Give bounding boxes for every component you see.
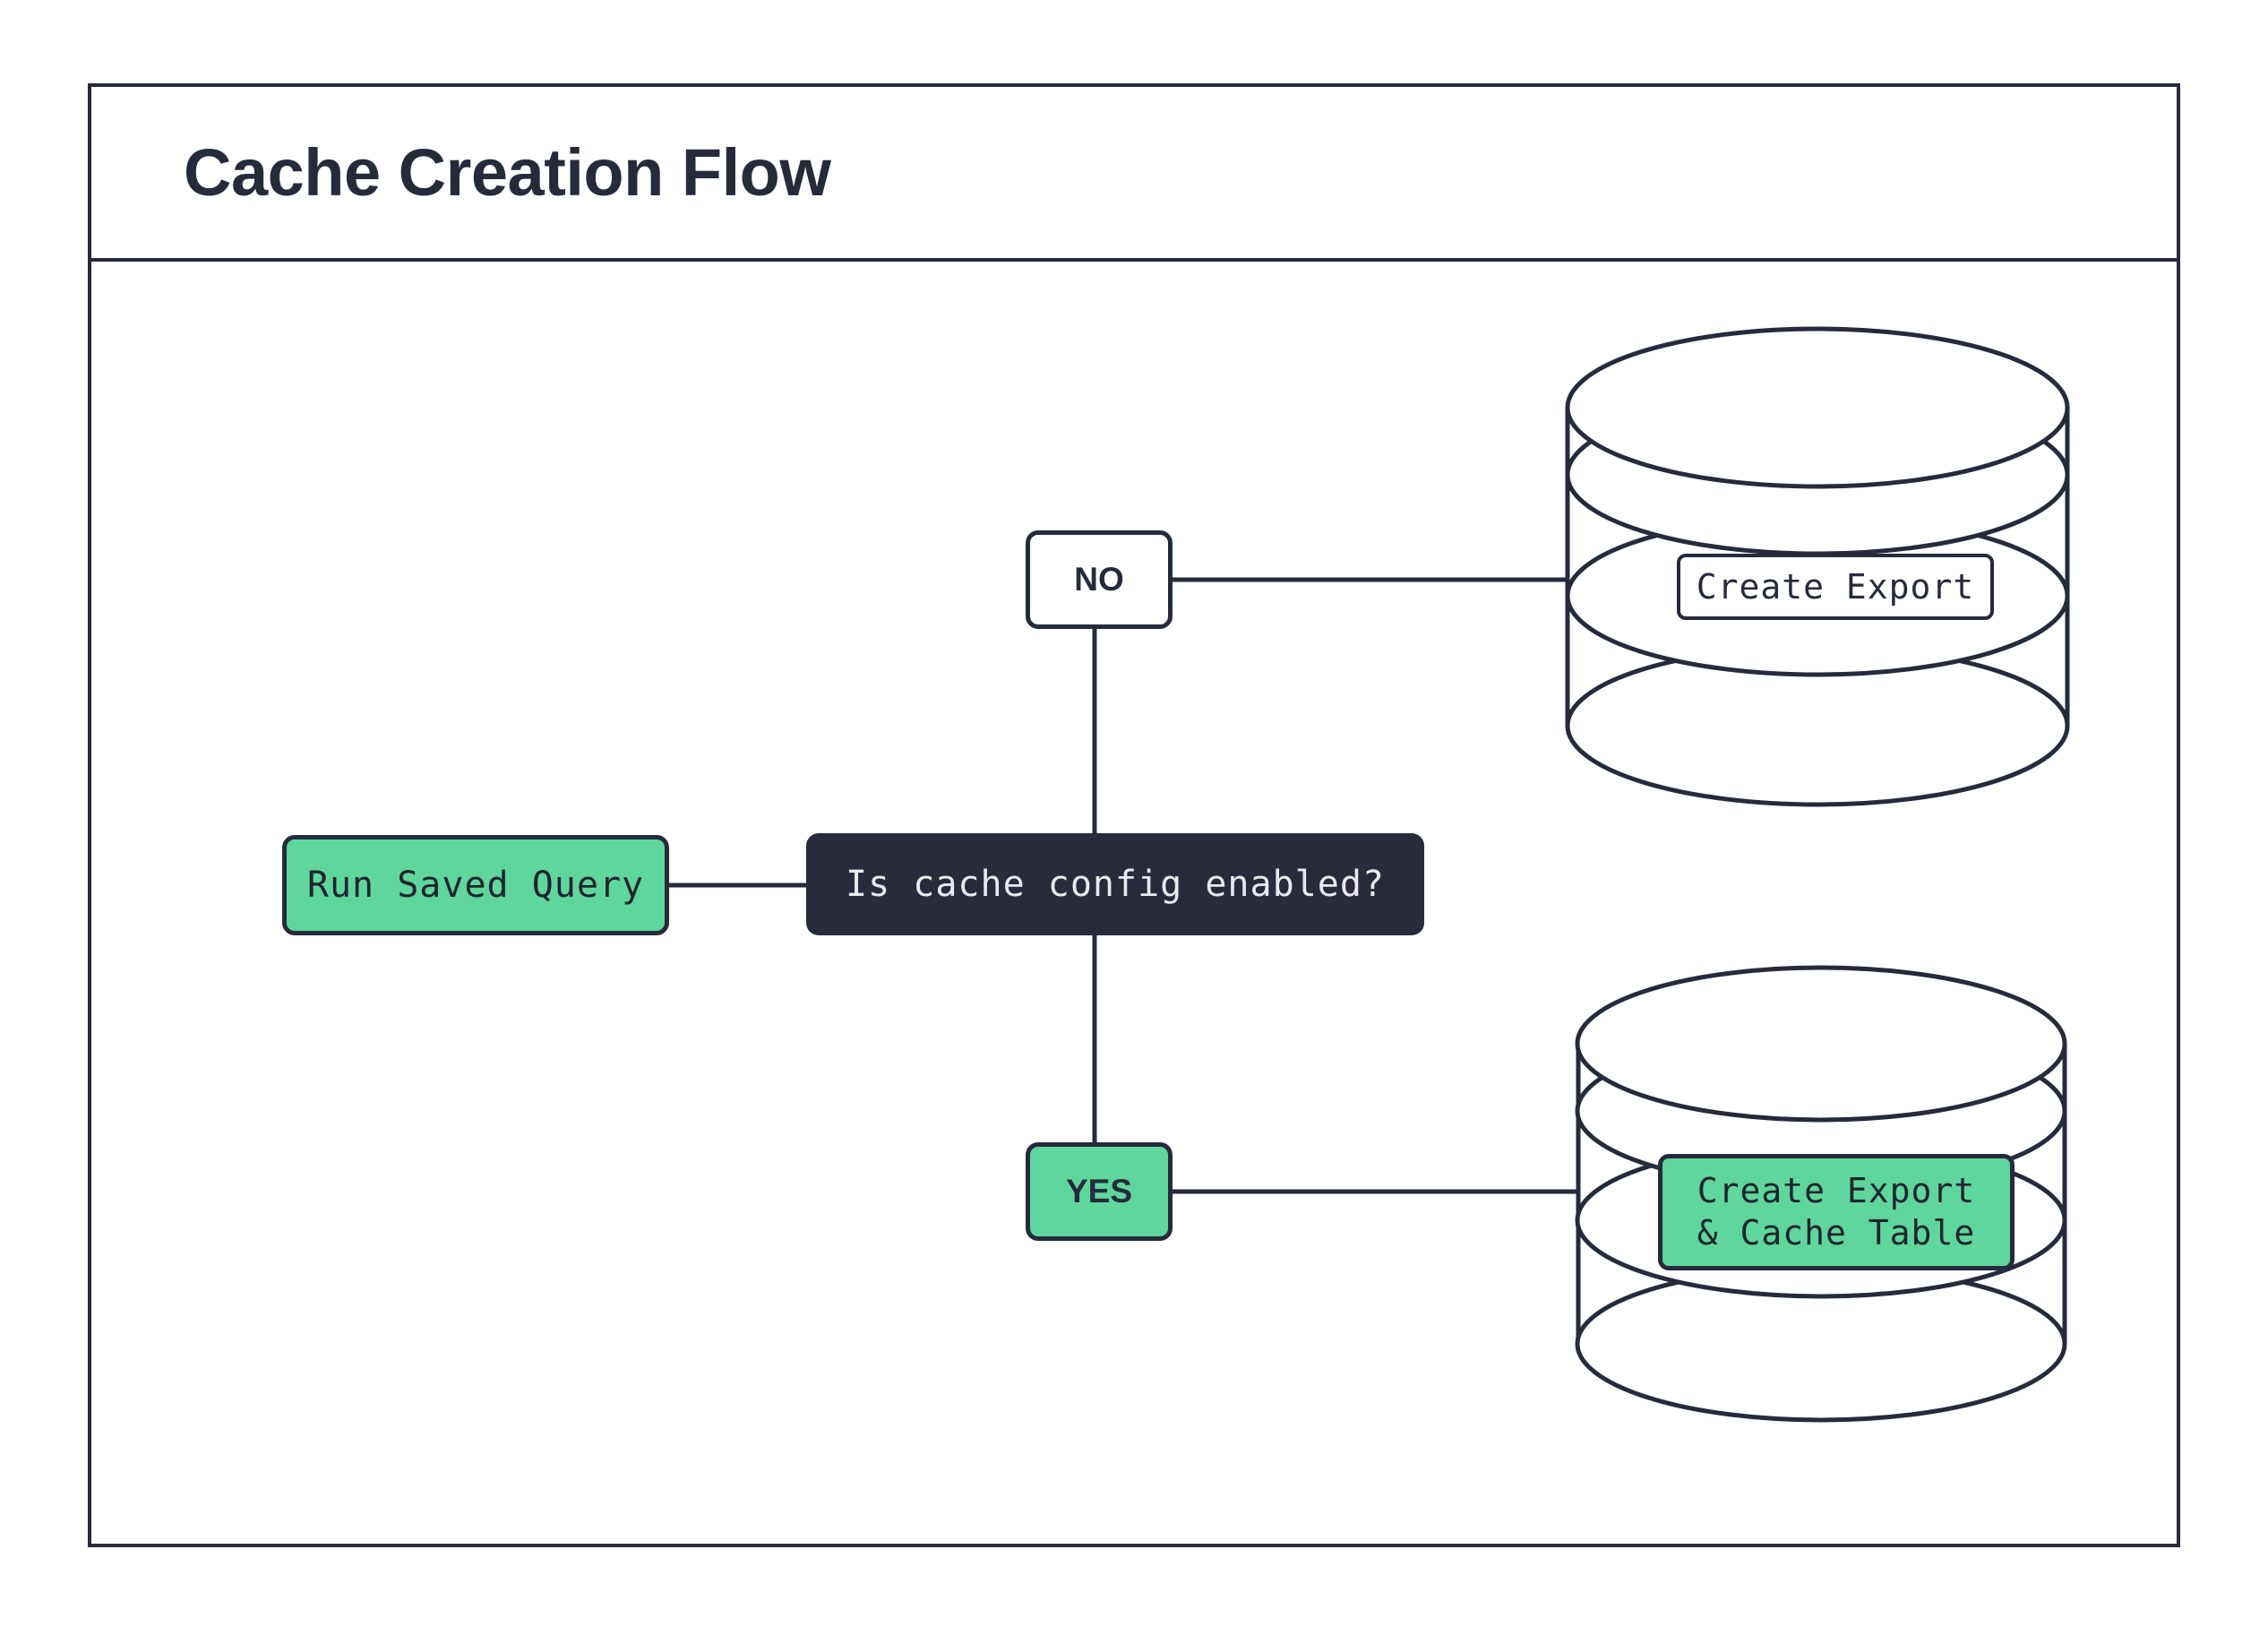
node-create-export[interactable]: Create Export bbox=[1677, 554, 1994, 620]
page-title: Cache Creation Flow bbox=[184, 134, 831, 210]
diagram-titlebar: Cache Creation Flow bbox=[91, 87, 2177, 262]
node-run-saved-query[interactable]: Run Saved Query bbox=[282, 835, 669, 935]
node-create-export-and-cache-table[interactable]: Create Export & Cache Table bbox=[1658, 1154, 2015, 1270]
node-branch-yes[interactable]: YES bbox=[1026, 1142, 1173, 1241]
node-decision-is-cache-config-enabled[interactable]: Is cache config enabled? bbox=[806, 833, 1424, 935]
node-branch-no[interactable]: NO bbox=[1026, 530, 1173, 629]
diagram-frame: Cache Creation Flow bbox=[88, 83, 2180, 1547]
